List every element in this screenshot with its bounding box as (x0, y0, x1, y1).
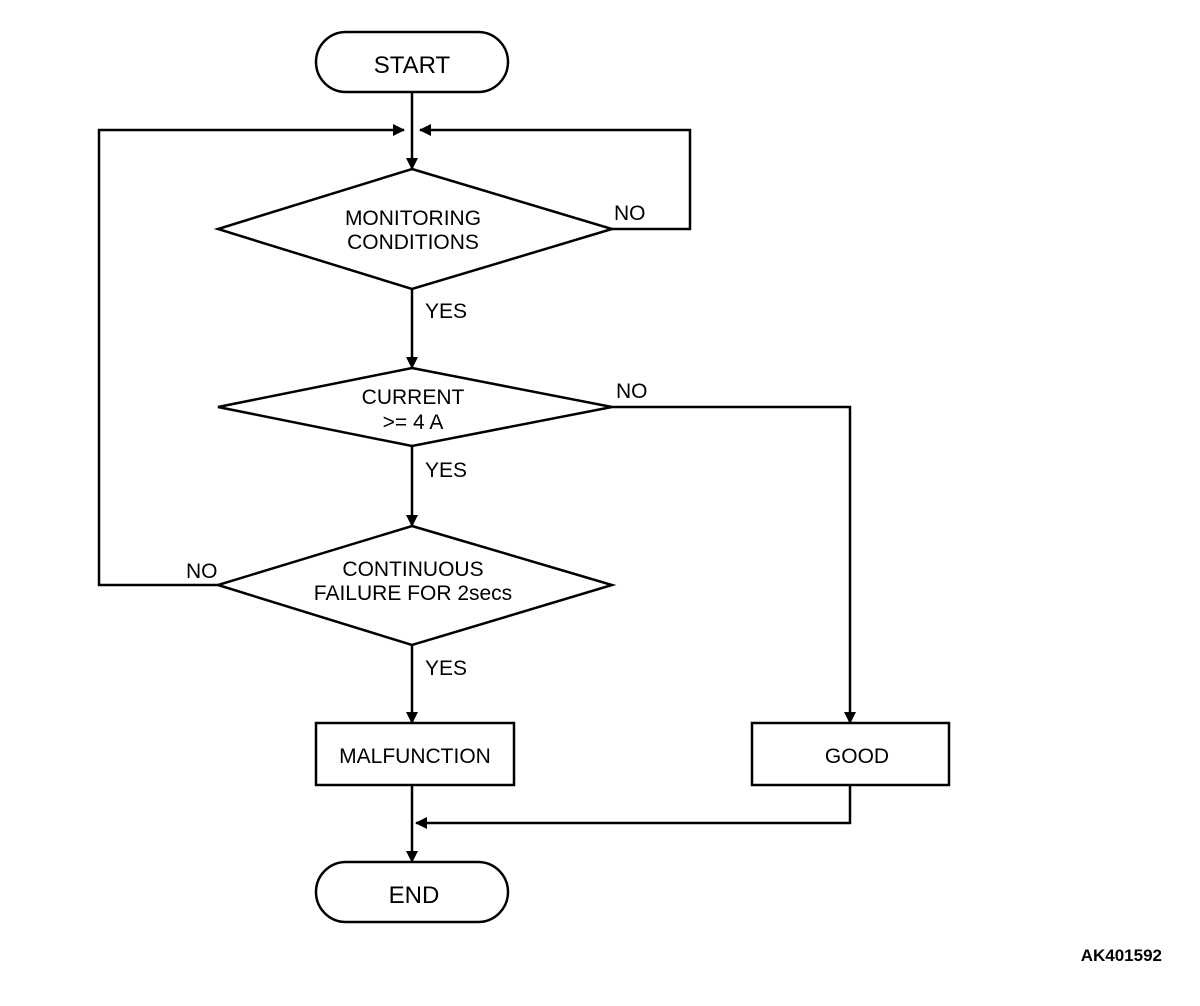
continuous-decision: CONTINUOUS FAILURE FOR 2secs (213, 524, 617, 647)
continuous-label-line2: FAILURE FOR 2secs (314, 582, 512, 605)
current-no-label: NO (616, 380, 648, 403)
current-decision: CURRENT >= 4 A (217, 366, 613, 448)
current-yes-label: YES (425, 459, 467, 482)
start-label: START (374, 52, 451, 79)
edge-current-no (612, 405, 856, 724)
end-node: END (314, 860, 510, 924)
monitoring-yes-label: YES (425, 300, 467, 323)
continuous-yes-label: YES (425, 657, 467, 680)
edge-good-to-end (415, 785, 852, 829)
current-label-line1: CURRENT (362, 386, 465, 409)
edge-labels: NO YES NO YES NO YES (186, 202, 648, 680)
edge-monitoring-no-loop (419, 124, 692, 231)
monitoring-no-label: NO (614, 202, 646, 225)
monitoring-decision: MONITORING CONDITIONS (213, 167, 617, 291)
monitoring-label-line2: CONDITIONS (347, 231, 479, 254)
figure-code: AK401592 (1081, 946, 1162, 965)
continuous-label-line1: CONTINUOUS (342, 558, 483, 581)
good-node: GOOD (750, 721, 951, 787)
start-node: START (314, 30, 510, 94)
end-label: END (389, 882, 440, 909)
current-label-line2: >= 4 A (383, 411, 444, 434)
malfunction-node: MALFUNCTION (314, 721, 516, 787)
connectors (97, 92, 856, 863)
edge-continuous-no-loop (97, 124, 405, 587)
malfunction-label: MALFUNCTION (339, 745, 491, 768)
continuous-no-label: NO (186, 560, 218, 583)
monitoring-label-line1: MONITORING (345, 207, 481, 230)
good-label: GOOD (825, 745, 889, 768)
